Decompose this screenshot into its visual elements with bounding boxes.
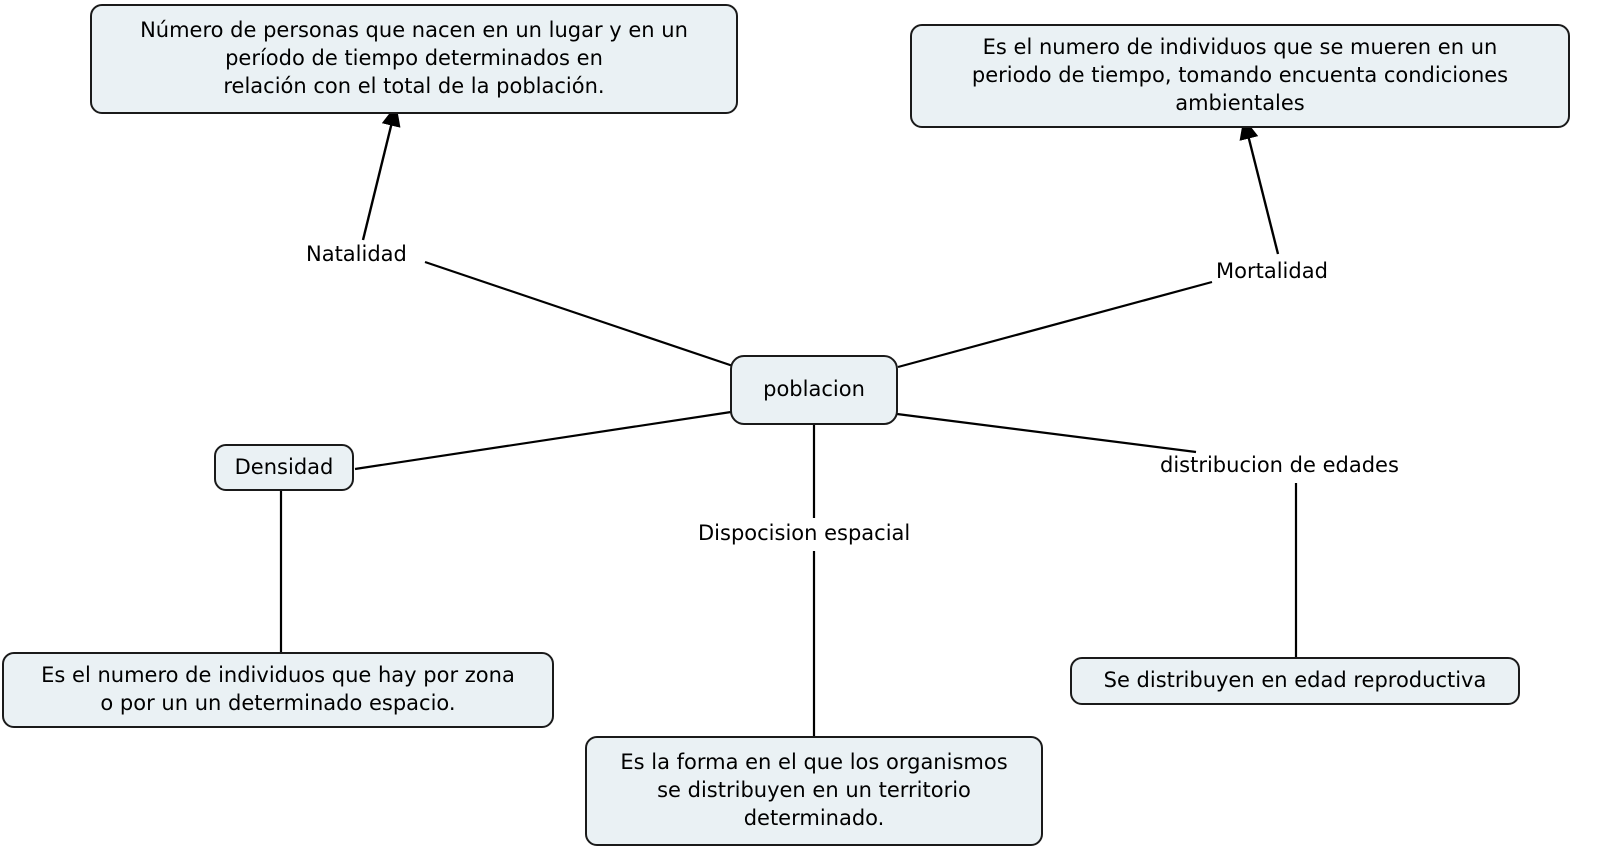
link-label-distribucion-de-edades[interactable]: distribucion de edades	[1160, 453, 1399, 477]
connector-poblacion-natalidad	[424, 260, 734, 368]
node-densidad[interactable]: Densidad	[214, 444, 354, 491]
connector-poblacion-mortalidad	[897, 280, 1213, 369]
node-dispocision-definition-label: Es la forma en el que los organismos se …	[620, 750, 1008, 830]
node-edades-definition[interactable]: Se distribuyen en edad reproductiva	[1070, 657, 1520, 705]
node-densidad-definition-label: Es el numero de individuos que hay por z…	[41, 663, 515, 715]
node-densidad-definition[interactable]: Es el numero de individuos que hay por z…	[2, 652, 554, 728]
node-mortalidad-definition-label: Es el numero de individuos que se mueren…	[971, 35, 1509, 115]
link-label-natalidad[interactable]: Natalidad	[306, 242, 407, 266]
link-label-dispocision-espacial[interactable]: Dispocision espacial	[698, 521, 911, 545]
connector-mortalidad-definition	[1239, 117, 1280, 255]
node-poblacion-label: poblacion	[763, 377, 865, 402]
link-label-mortalidad[interactable]: Mortalidad	[1216, 259, 1328, 283]
node-mortalidad-definition[interactable]: Es el numero de individuos que se mueren…	[910, 24, 1570, 128]
node-poblacion[interactable]: poblacion	[730, 355, 898, 425]
node-dispocision-definition[interactable]: Es la forma en el que los organismos se …	[585, 736, 1043, 846]
node-natalidad-definition[interactable]: Número de personas que nacen en un lugar…	[90, 4, 738, 114]
node-densidad-label: Densidad	[234, 454, 334, 479]
node-edades-definition-label: Se distribuyen en edad reproductiva	[1103, 668, 1487, 693]
connector-natalidad-definition	[361, 104, 401, 241]
connector-poblacion-distribucion	[896, 412, 1197, 454]
connector-poblacion-densidad	[354, 410, 732, 471]
node-natalidad-definition-label: Número de personas que nacen en un lugar…	[140, 18, 688, 98]
